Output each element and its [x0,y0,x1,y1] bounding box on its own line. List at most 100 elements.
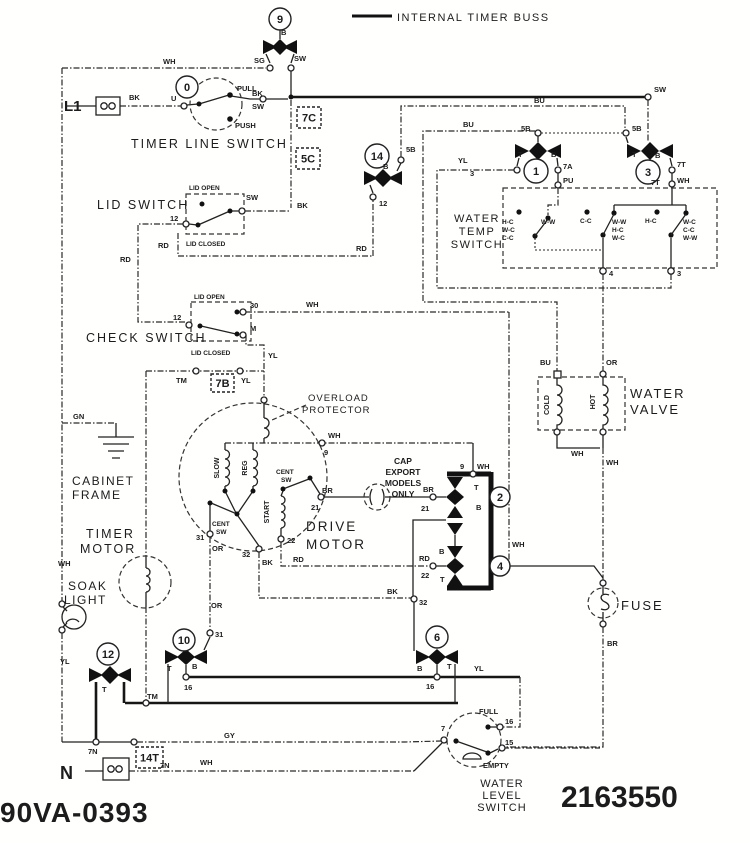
wire-label: PU [563,176,573,185]
wire-label: T [102,685,107,694]
wire-label: BK [129,93,140,102]
contact-dots [195,92,689,756]
wire-label: EMPTY [483,761,509,770]
contact-6-glyph [416,649,458,674]
wire-label: H-C [645,218,657,225]
timer-contact-9: 9 [268,7,292,31]
wire-label: SW [281,477,292,484]
n-connector-box [102,757,130,781]
wire-label: YL [474,664,484,673]
wire-lid-12-rd [137,223,186,323]
connector-ref-label: 5C [301,154,315,166]
wire-label: 7A [563,162,573,171]
wire-label: WH [477,462,490,471]
timer-contact-3: 3 [635,159,661,185]
wire-label: WH [200,758,213,767]
timer-contact-2: 2 [489,486,511,508]
wire-label: 16 [184,683,192,692]
wire-label: H-C [612,227,624,234]
wire-label: BU [463,120,474,129]
wire-label: RD [158,241,169,250]
wire-label: LID OPEN [194,294,225,301]
wire-label: WH [58,559,71,568]
temp-switch-pivot-bar [534,238,603,251]
contact-9-glyph [263,30,297,64]
timer-contact-10: 10 [172,628,196,652]
soak-lamp-filament [65,618,80,624]
wire-label: YL [268,351,278,360]
timer-contact-number: 12 [102,649,114,661]
wire-label: T [474,483,479,492]
wire-label: SLOW [214,457,221,478]
wire-label: SW [294,54,307,63]
wire-label: W-W [683,235,698,242]
wire-label: 7N [160,761,170,770]
component-outlines [95,77,718,781]
overload-leader [271,404,307,421]
water-temp-switch-label: SWITCH [451,239,503,251]
wire-label: SW [216,529,227,536]
wire-label: B [417,664,423,673]
overload-protector-label: OVERLOAD [308,393,369,404]
wire-label: T [447,662,452,671]
wire-label: 16 [505,717,513,726]
timer-contact-14: 14 [364,143,390,169]
wire-label: 22 [421,571,429,580]
cent-sw-up-blade [282,477,321,495]
level-diaphragm [462,752,482,760]
connector-ref-label: 14T [140,753,159,765]
wire-label: 22 [287,536,295,545]
wire-label: CENT [276,469,294,476]
check-switch-box [190,301,252,342]
wire-label: 5B [632,124,642,133]
wire-label: RD [419,554,430,563]
wire-label: WH [512,540,525,549]
timer-cam-contacts [89,30,673,684]
wire-bu-top [400,105,626,157]
wire-label: TM [147,692,158,701]
part-number-left: 90VA-0393 [0,797,149,828]
connector-ref-7C: 7C [296,106,322,129]
wire-label: SW [252,102,265,111]
valve-out-jog [556,435,604,449]
soak-light-label: LIGHT [64,593,107,607]
wire-label: COLD [544,395,551,415]
contact-10-glyph [165,636,211,674]
connector-ref-14T: 14T [135,746,164,769]
wire-label: YL [241,376,251,385]
c12-legs [94,682,126,739]
check-switch-label: CHECK SWITCH [86,331,207,345]
terminals [58,64,676,773]
capacitor-plates [364,488,390,506]
timer-contact-6: 6 [425,625,449,649]
check-blade [200,325,237,335]
legend-label: INTERNAL TIMER BUSS [397,12,550,24]
contact-2-4-block [446,471,494,591]
lid-blade [197,210,239,226]
wire-label: WH [306,300,319,309]
wire-label: T [632,150,637,159]
timer-motor-circle [118,555,172,609]
drive-motor-circle [178,402,328,552]
wire-label: 12 [379,199,387,208]
contact-3-glyph [625,136,673,167]
wire-label: OR [211,601,223,610]
wire-label: REG [242,460,249,476]
coil-converge [224,490,254,514]
wire-label: 30 [250,301,258,310]
connector-ref-label: 7C [302,113,316,125]
cabinet-frame-label: FRAME [72,488,122,502]
soak-light-label: SOAK [68,579,107,593]
wire-label: SW [654,85,667,94]
wire-label: 31 [196,533,204,542]
wire-label: 32 [242,550,250,559]
wire-label: B [281,28,287,37]
cent-sw-low-blade [209,502,238,531]
wire-label: B [655,151,661,160]
cap-export-label: CAP [394,456,412,466]
wire-label: BK [252,89,263,98]
wire-label: YL [60,657,70,666]
reg-coil [252,449,259,487]
